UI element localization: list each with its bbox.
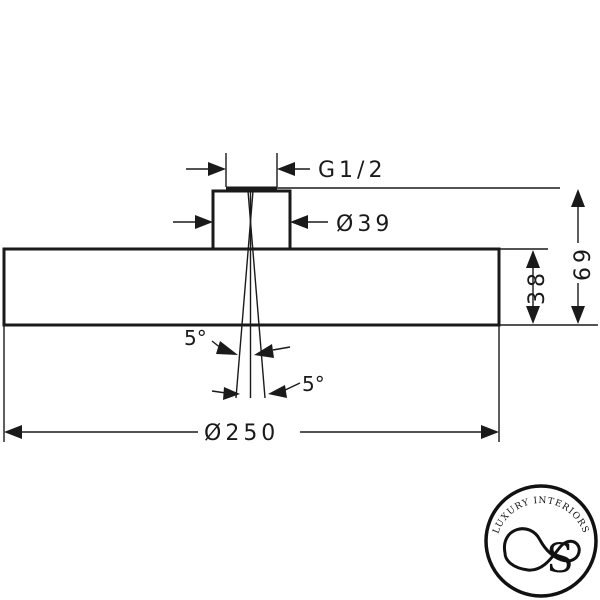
angle-dimension-right: 5°	[211, 372, 325, 400]
total-diameter-dimension: Ø250	[3, 325, 500, 446]
connector-diameter-label: Ø39	[336, 212, 393, 237]
connector-diameter-dimension: Ø39	[173, 212, 393, 237]
logo-swirl	[503, 527, 581, 572]
luxury-interiors-logo: LUXURY INTERIORS S	[484, 484, 598, 598]
angle-dimension-left: 5°	[184, 326, 291, 358]
shower-head-body	[2, 247, 501, 327]
body-height-label: 38	[525, 269, 550, 305]
body-height-dimension: 38	[499, 248, 598, 326]
connector	[211, 186, 292, 251]
total-height-label: 69	[571, 245, 596, 281]
total-height-dimension: 69	[566, 189, 596, 324]
thread-label: G1/2	[318, 158, 386, 183]
swivel-angle-lines	[235, 190, 266, 399]
thread-dimension: G1/2	[186, 153, 560, 189]
total-diameter-label: Ø250	[204, 421, 279, 446]
angle-right-label: 5°	[302, 372, 325, 396]
logo-monogram: S	[546, 536, 573, 582]
angle-left-label: 5°	[184, 326, 207, 350]
